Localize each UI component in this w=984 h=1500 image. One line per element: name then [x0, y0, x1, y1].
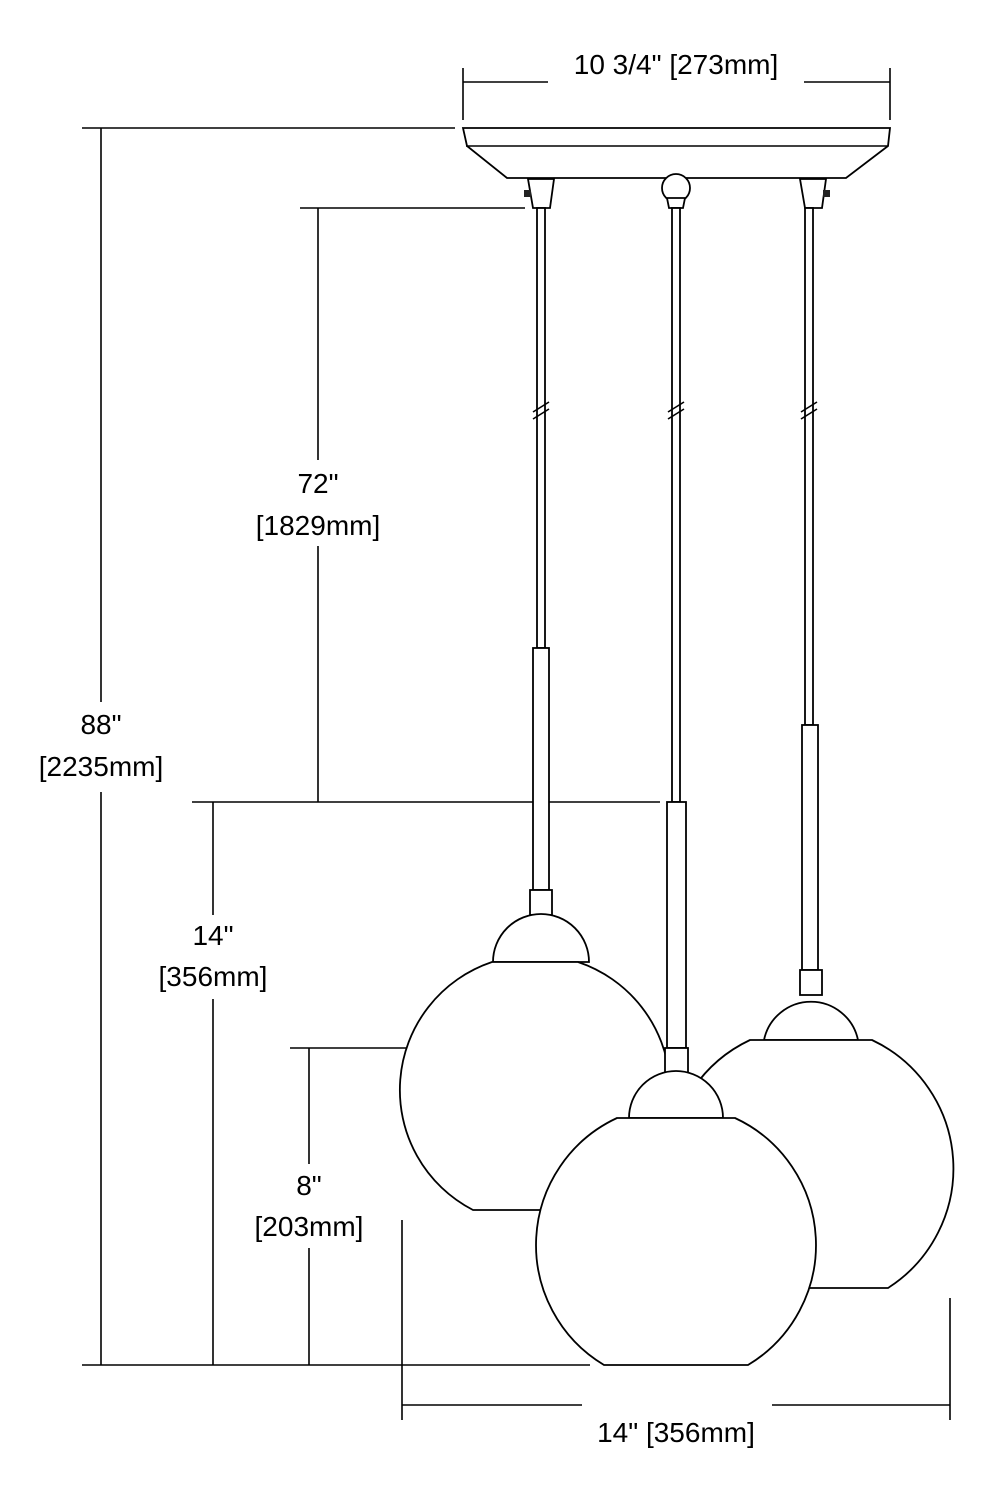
cord-length-in: 72" [297, 468, 338, 499]
overall-height-in: 88" [80, 709, 121, 740]
shade-height-mm: [203mm] [255, 1211, 364, 1242]
overall-height-mm: [2235mm] [39, 751, 164, 782]
fixture-height-mm: [356mm] [159, 961, 268, 992]
cord-length-mm: [1829mm] [256, 510, 381, 541]
overall-width-label: 14" [356mm] [597, 1417, 755, 1448]
canopy [461, 127, 892, 209]
overall-height-dimension: 88" [2235mm] [28, 127, 590, 1366]
fixture-height-dimension: 14" [356mm] [146, 802, 282, 1365]
pendant-middle [535, 207, 817, 1366]
shade-height-in: 8" [296, 1170, 322, 1201]
overall-width-dimension: 14" [356mm] [401, 1220, 951, 1448]
fixture-height-in: 14" [192, 920, 233, 951]
set-screw-icon [823, 190, 830, 197]
canopy-width-dimension: 10 3/4" [273mm] [462, 40, 891, 120]
cord-length-dimension: 72" [1829mm] [192, 207, 660, 803]
set-screw-icon [524, 190, 531, 197]
pendant-left [399, 207, 671, 1211]
canopy-width-label: 10 3/4" [273mm] [574, 49, 779, 80]
